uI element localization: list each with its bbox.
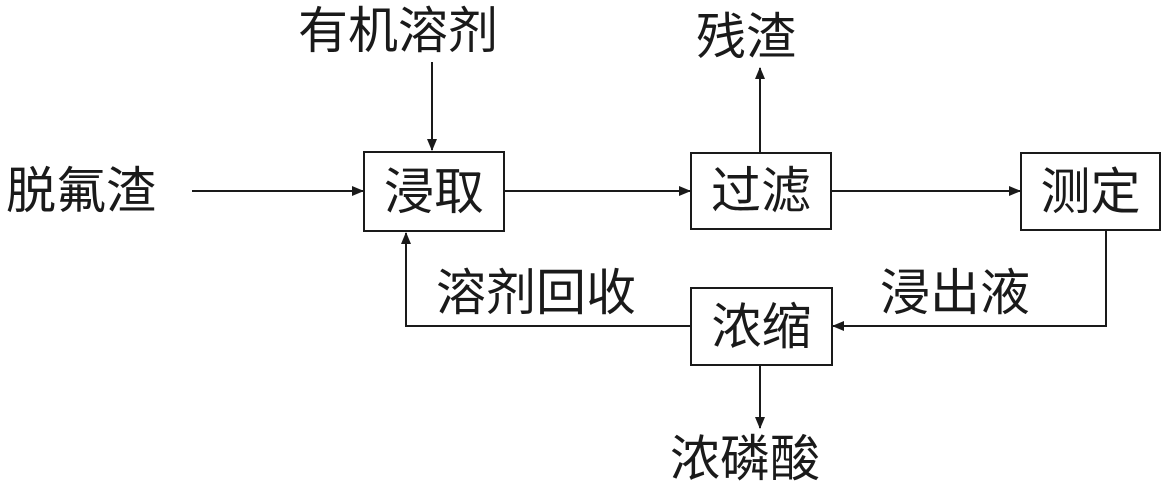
label-organic-solvent: 有机溶剂 — [298, 2, 498, 60]
step-filtration-label: 过滤 — [711, 162, 811, 220]
label-concentrated-phosphoric-acid: 浓磷酸 — [670, 430, 820, 488]
label-solvent-recovery: 溶剂回收 — [436, 264, 636, 322]
step-measurement-label: 测定 — [1040, 162, 1141, 221]
step-leaching-label: 浸取 — [384, 162, 484, 221]
arrow-concentration-to-leaching — [401, 232, 690, 327]
step-filtration: 过滤 — [690, 152, 832, 230]
label-residue: 残渣 — [696, 8, 796, 66]
step-concentration: 浓缩 — [690, 287, 833, 366]
step-measurement: 测定 — [1020, 152, 1161, 231]
label-leachate: 浸出液 — [880, 264, 1030, 322]
step-concentration-label: 浓缩 — [711, 297, 812, 356]
label-defluorinated-slag: 脱氟渣 — [6, 162, 156, 220]
step-leaching: 浸取 — [363, 151, 505, 232]
arrow-measurement-to-concentration — [832, 231, 1107, 331]
